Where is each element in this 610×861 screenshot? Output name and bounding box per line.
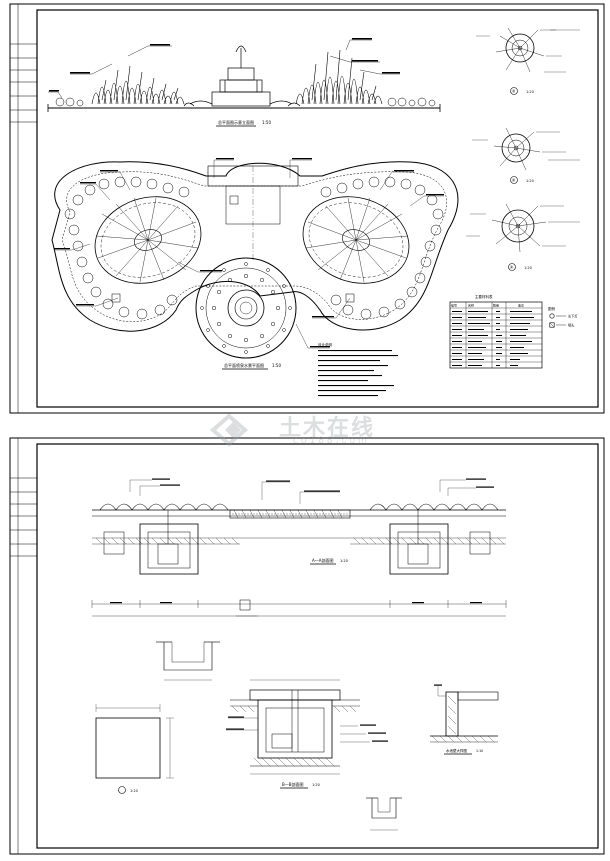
detail-scale-1: 1:20 (524, 266, 532, 270)
elevation-tag-text (49, 38, 400, 92)
hatch-left (95, 537, 239, 545)
hatch-right (353, 537, 505, 545)
title-block-strip (10, 4, 37, 413)
section-b-b: B—B剖面图 1:20 (226, 679, 388, 789)
sheet-border (36, 9, 599, 408)
left-pool-spokes (95, 197, 199, 283)
plant-cluster-left (91, 65, 185, 105)
notes-title: 设计说明 (318, 342, 332, 347)
wall-detail-scale: 1:10 (476, 749, 483, 753)
plan-scale: 1:50 (272, 363, 281, 368)
pit-marker (118, 786, 126, 794)
fountain-elevation: 总平面图示意立面图 1:50 (47, 38, 441, 127)
plan-title: 总平面喷泉水景平面图 (224, 362, 264, 368)
detail-number-3: ③ (512, 89, 516, 94)
pool-wall-detail: 水池壁大样图 1:10 (430, 684, 499, 755)
legend-title: 图例 (548, 306, 556, 311)
bottom-sheet-svg: A—A剖面图 1:20 1:20 (9, 437, 605, 855)
title-block-strip (10, 438, 37, 854)
table-header-qty: 数量 (493, 303, 499, 308)
section-a-a: A—A剖面图 1:20 (91, 478, 507, 617)
plan-leaders (54, 159, 444, 349)
material-table: 主要材料表 编号 名称 数量 备注 (449, 294, 543, 369)
legend-item-light: 水下灯 (568, 314, 578, 319)
design-notes: 设计说明 (318, 342, 398, 397)
pit-scale: 1:20 (130, 789, 138, 793)
nozzle-detail-2: ② 1:20 (472, 127, 580, 184)
wall-detail-title: 水池壁大样图 (446, 748, 467, 753)
sheet-frame (9, 437, 605, 855)
drawing-sheet-bottom: A—A剖面图 1:20 1:20 (0, 434, 610, 855)
section-a-scale: 1:20 (340, 559, 348, 563)
table-header-note: 备注 (518, 303, 524, 308)
detail-marker-2 (510, 176, 518, 184)
elevation-title: 总平面图示意立面图 (218, 119, 254, 125)
section-b-scale: 1:20 (312, 783, 320, 787)
detail-number-2: ② (512, 178, 516, 183)
fountain-plan: 总平面喷泉水景平面图 1:50 (51, 158, 459, 370)
elevation-leaders (48, 39, 400, 99)
detail-marker-3 (510, 87, 518, 95)
nozzle-icon (549, 322, 555, 328)
nozzle-detail-1: ① 1:20 (466, 203, 580, 271)
pit-plan: 1:20 (95, 704, 174, 794)
section-b-title: B—B剖面图 (282, 781, 304, 787)
table-header-no: 编号 (451, 303, 457, 308)
top-sheet-svg: 总平面图示意立面图 1:50 (9, 3, 605, 414)
central-fountain-elevation (183, 45, 301, 107)
underwater-light-icon (549, 313, 555, 319)
right-pool-spokes (305, 197, 409, 283)
sheet-frame (9, 3, 605, 414)
detail-scale-3: 1:20 (526, 90, 534, 94)
legend: 图例 水下灯 喷头 (548, 306, 578, 328)
planter-scallops (64, 176, 444, 320)
detail-scale-2: 1:20 (526, 179, 534, 183)
plant-cluster-right (295, 49, 383, 105)
elevation-scale: 1:50 (262, 120, 271, 125)
channel-details (156, 599, 402, 831)
nozzle-detail-3: ③ 1:20 (476, 27, 580, 95)
sheet-border (36, 443, 599, 849)
drawing-sheet-top: 总平面图示意立面图 1:50 (0, 0, 610, 420)
section-a-title: A—A剖面图 (312, 557, 333, 563)
table-header-name: 名称 (468, 303, 474, 308)
shrub-row (55, 97, 436, 107)
legend-item-nozzle: 喷头 (568, 323, 575, 328)
detail-number-1: ① (510, 265, 514, 270)
table-title: 主要材料表 (475, 294, 493, 299)
central-nozzle-ring (200, 262, 292, 354)
plan-tag-text (54, 158, 444, 348)
detail-marker-1 (508, 263, 516, 271)
